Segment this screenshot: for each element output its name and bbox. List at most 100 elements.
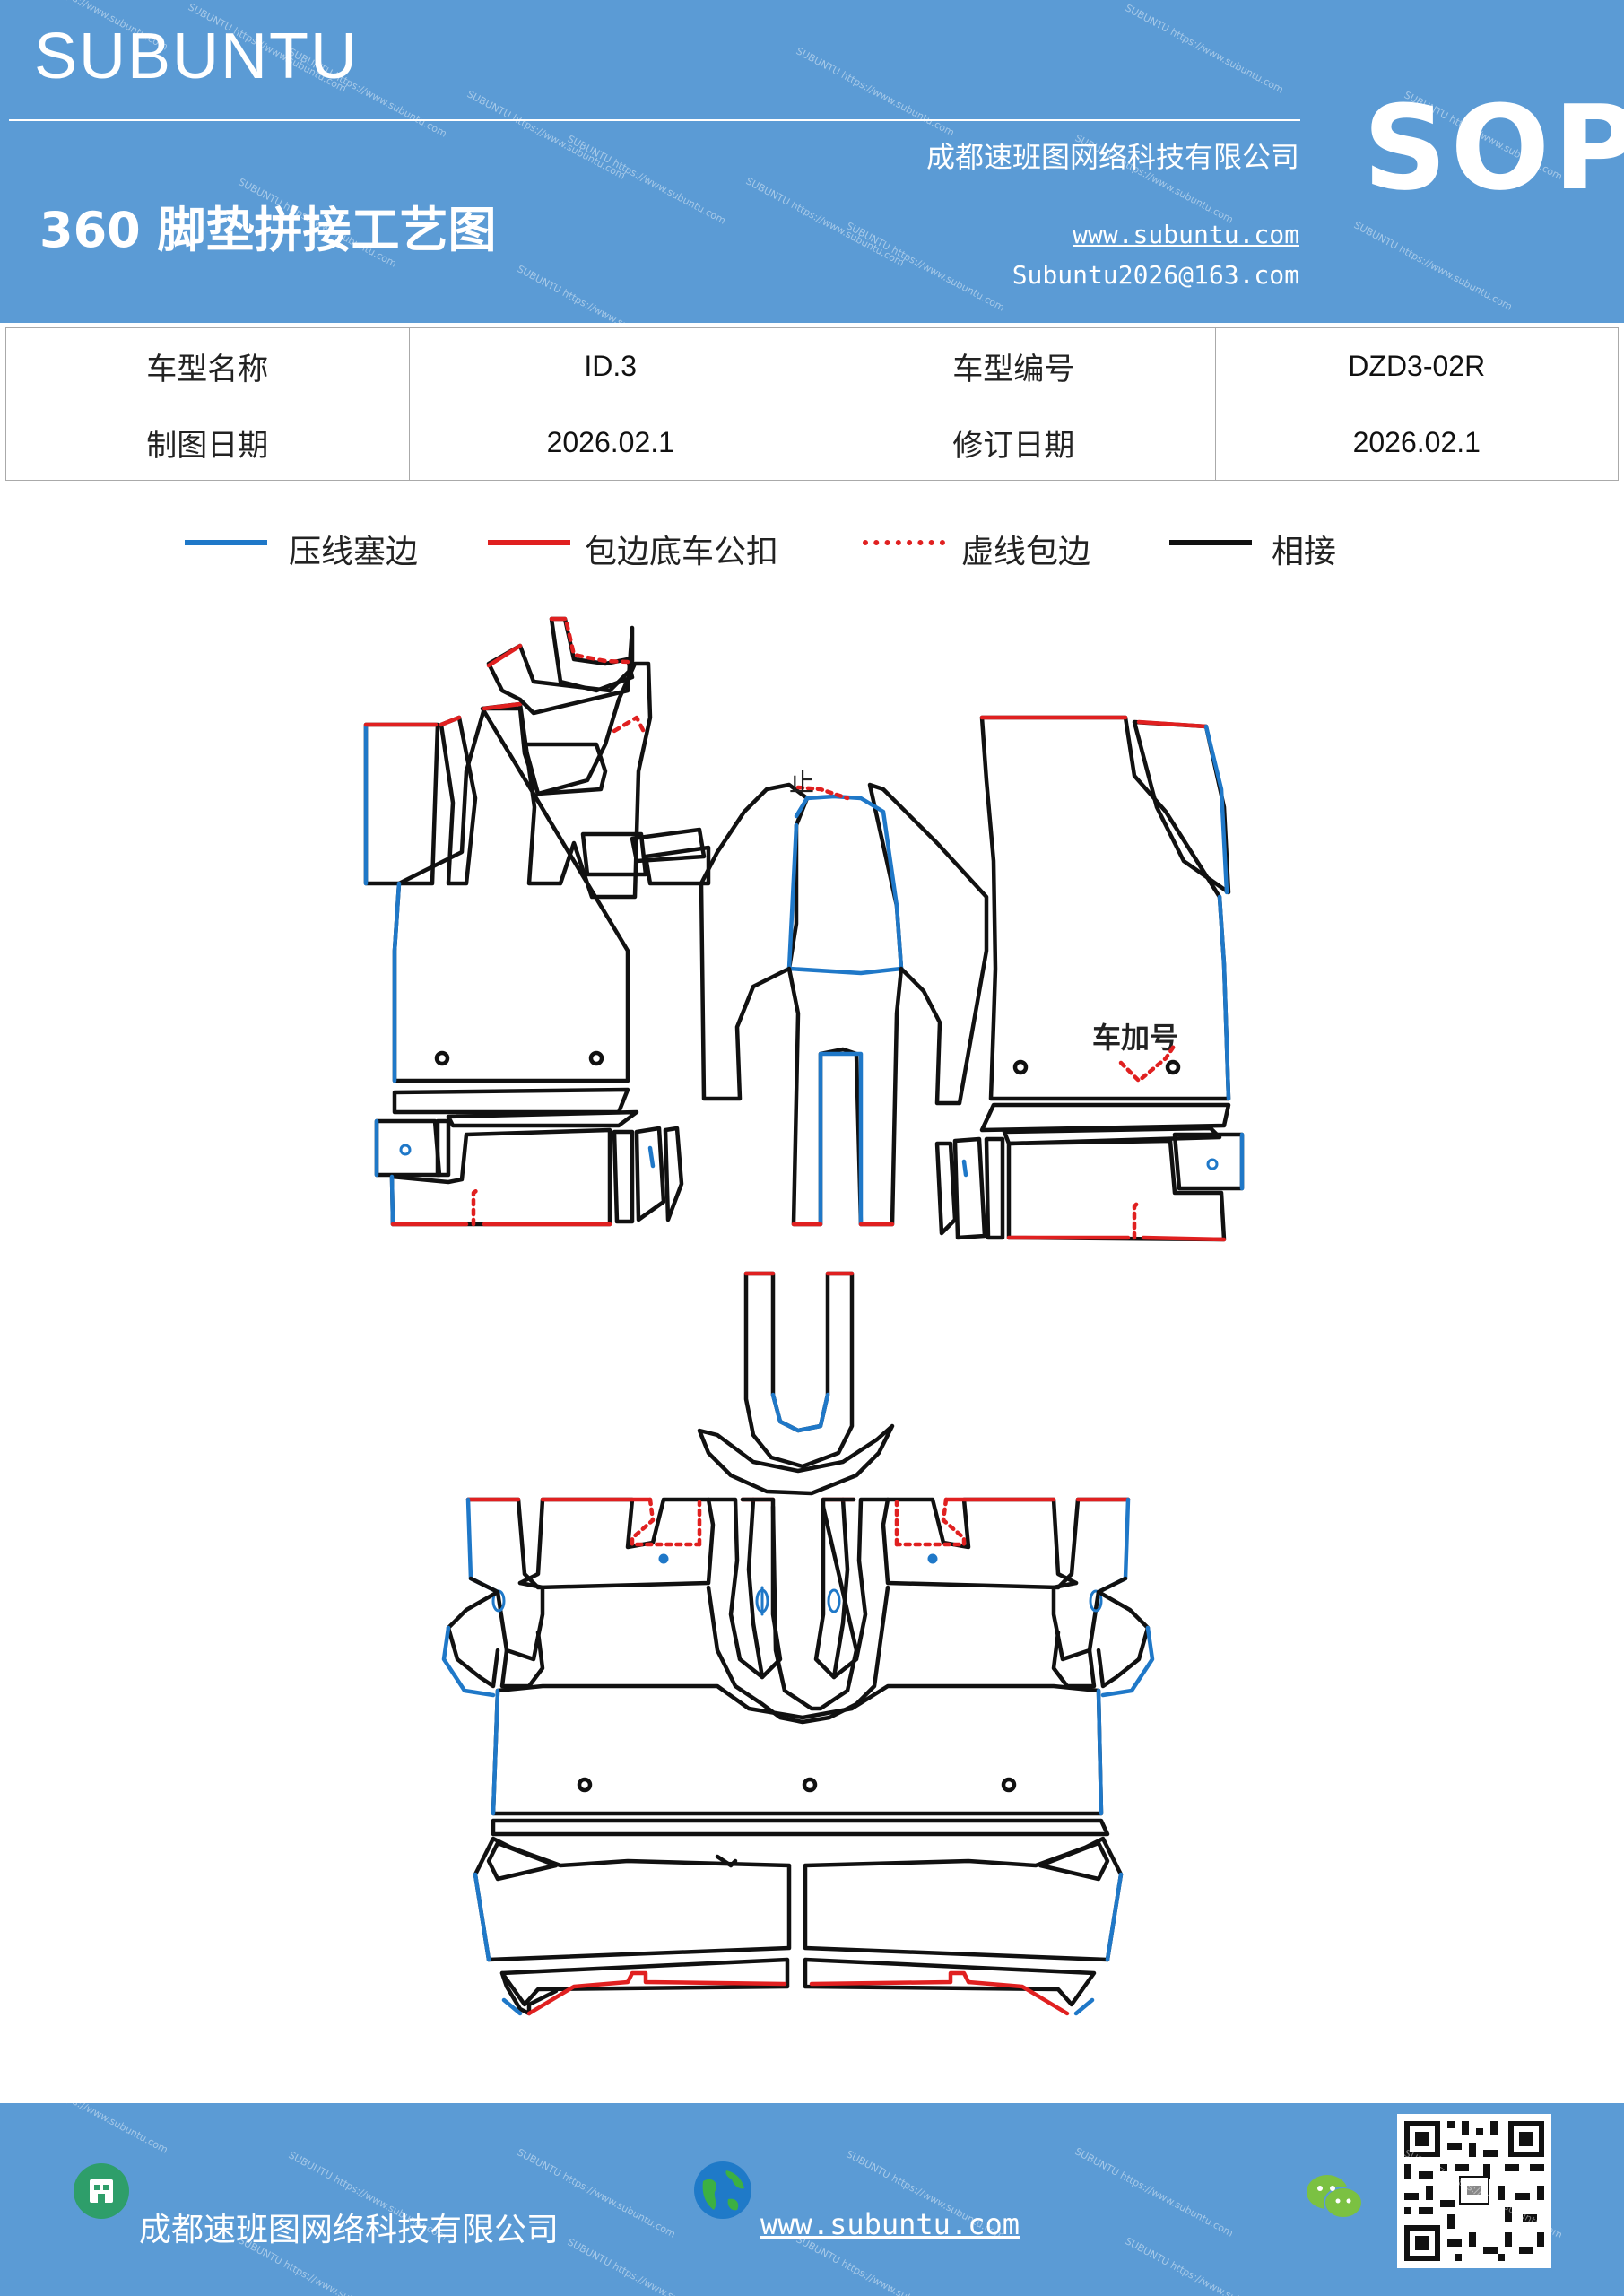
front-right-mat: 车加号 xyxy=(934,715,1245,1242)
mat-outline xyxy=(1051,1576,1128,1662)
blue-edge xyxy=(473,1872,491,1962)
mat-outline xyxy=(499,1970,559,2016)
mat-outline xyxy=(786,966,904,1227)
table-cell-value: ID.3 xyxy=(408,327,812,404)
vehicle-info-table: 车型名称 ID.3 车型编号 DZD3-02R 制图日期 2026.02.1 修… xyxy=(5,327,1619,481)
stop-mark: 止 xyxy=(789,768,814,797)
fixing-hole xyxy=(1001,1777,1017,1793)
mat-outline xyxy=(697,1423,895,1496)
legend-swatch-red-dotted xyxy=(863,540,945,545)
mat-outline xyxy=(363,722,440,886)
brand-name: SUBUNTU xyxy=(34,21,360,92)
watermark: SUBUNTU https://www.subuntu.com xyxy=(1123,2235,1286,2296)
mat-outline xyxy=(1038,1840,1110,1882)
fixing-hole xyxy=(434,1050,450,1066)
mat-outline xyxy=(663,1126,684,1222)
header-email[interactable]: Subuntu2026@163.com xyxy=(1012,260,1299,290)
table-cell-value: 2026.02.1 xyxy=(408,404,812,481)
rear-bench-mat xyxy=(441,1497,1155,2016)
watermark: SUBUNTU https://www.subuntu.com xyxy=(794,2233,957,2296)
mat-outline xyxy=(630,827,707,864)
mat-outline xyxy=(803,1836,1124,1962)
mat-outline xyxy=(473,1836,792,1962)
legend-swatch-blue xyxy=(185,540,267,545)
mat-outline xyxy=(803,1957,1097,2007)
globe-icon xyxy=(694,2161,751,2219)
center-tunnel-mat: 止 xyxy=(699,768,989,1227)
mat-outline xyxy=(446,1109,639,1128)
red-dashed-edge xyxy=(894,1497,967,1547)
blue-edge xyxy=(441,1625,496,1698)
red-edge xyxy=(526,1970,787,2016)
wechat-icon[interactable] xyxy=(1305,2170,1364,2224)
mat-outline xyxy=(435,1118,451,1178)
watermark: SUBUNTU https://www.subuntu.com xyxy=(565,2236,728,2296)
mat-outline xyxy=(952,1136,987,1240)
header-banner: SUBUNTU 360 脚垫拼接工艺图 成都速班图网络科技有限公司 www.su… xyxy=(0,0,1624,323)
mat-outline xyxy=(491,1818,1110,1837)
mat-outline xyxy=(706,1497,765,1680)
header-company: 成都速班图网络科技有限公司 xyxy=(925,140,1299,174)
mat-outline xyxy=(634,1126,666,1222)
fixing-hole xyxy=(577,1777,593,1793)
document-title: 360 脚垫拼接工艺图 xyxy=(39,202,497,258)
red-dashed-edge xyxy=(1118,1042,1177,1083)
line-legend: 压线塞边 包边底车公扣 虚线包边 相接 xyxy=(0,520,1624,574)
mat-outline xyxy=(486,625,635,716)
red-dashed-edge xyxy=(564,621,630,665)
blue-edge xyxy=(1105,1872,1124,1962)
red-edge xyxy=(439,715,462,727)
blue-edge xyxy=(1073,1997,1095,2016)
red-dashed-edge xyxy=(471,1186,482,1227)
fixing-hole xyxy=(1165,1059,1181,1075)
table-cell-label: 车型名称 xyxy=(5,327,410,404)
fixing-hole xyxy=(827,1588,841,1613)
footer-website-link[interactable]: www.subuntu.com xyxy=(760,2207,1020,2241)
fixing-hole xyxy=(802,1777,818,1793)
red-edge xyxy=(486,643,523,668)
rear-tunnel-piece xyxy=(697,1271,895,1496)
table-cell-label: 车型编号 xyxy=(812,327,1216,404)
sop-badge: SOP xyxy=(1363,80,1624,216)
mat-outline xyxy=(1096,1589,1151,1689)
blue-edge xyxy=(389,1174,395,1227)
blue-edge xyxy=(1203,724,1229,895)
mat-outline xyxy=(743,1271,855,1469)
blue-edge xyxy=(501,1997,523,2016)
mat-outline xyxy=(813,1497,856,1680)
mat-outline xyxy=(612,1129,635,1224)
fixing-hole xyxy=(588,1050,604,1066)
fixing-hole xyxy=(1012,1059,1029,1075)
fixing-hole xyxy=(1206,1158,1219,1170)
mat-outline xyxy=(486,1840,559,1882)
fixing-hole xyxy=(1089,1589,1103,1613)
blue-edge xyxy=(491,1688,500,1816)
mat-outline xyxy=(706,1585,890,1725)
legend-swatch-black xyxy=(1169,540,1252,545)
legend-label: 相接 xyxy=(1272,534,1337,570)
blue-edge xyxy=(647,1145,656,1169)
header-website-link[interactable]: www.subuntu.com xyxy=(1073,220,1299,249)
blue-edge xyxy=(1096,1688,1104,1816)
red-dashed-edge xyxy=(1132,1199,1142,1240)
mat-outline xyxy=(389,1127,612,1227)
mat-outline xyxy=(715,1854,738,1868)
blue-edge xyxy=(794,794,904,971)
table-row: 制图日期 2026.02.1 修订日期 2026.02.1 xyxy=(5,404,1619,481)
blue-edge xyxy=(961,1159,968,1178)
mat-outline xyxy=(979,1102,1231,1133)
red-dashed-edge xyxy=(612,715,648,738)
mat-outline xyxy=(580,831,648,877)
watermark: SUBUNTU https://www.subuntu.com xyxy=(1073,2145,1236,2239)
header-divider xyxy=(9,119,1300,121)
footer-banner: 成都速班图网络科技有限公司 www.subuntu.com xyxy=(0,2103,1624,2296)
legend-swatch-red xyxy=(488,540,570,545)
mat-outline xyxy=(643,845,711,886)
blue-edge xyxy=(1217,894,1231,1101)
legend-label: 包边底车公扣 xyxy=(585,534,779,570)
floor-mat-diagram: 止 车加号 xyxy=(363,616,1245,2016)
table-cell-value: DZD3-02R xyxy=(1214,327,1619,404)
mat-outline xyxy=(1132,719,1231,895)
fixing-hole xyxy=(399,1144,412,1156)
mat-outline xyxy=(770,1504,859,1711)
